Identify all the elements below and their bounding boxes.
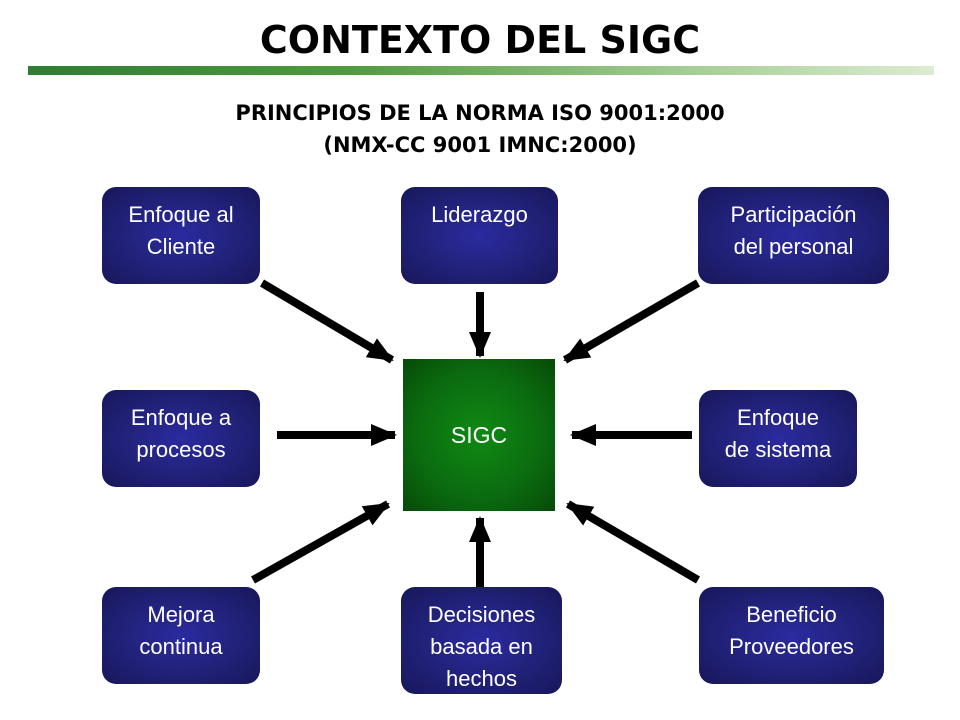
principle-box-continuous-improvement: Mejora continua — [102, 587, 260, 684]
arrow-top-left — [259, 279, 395, 364]
principle-label-line-2: procesos — [136, 437, 226, 462]
principle-label-line-1: Liderazgo — [431, 202, 528, 227]
page-title: CONTEXTO DEL SIGC — [259, 18, 701, 62]
principle-label-line-2: del personal — [733, 234, 854, 259]
subtitle-line-1: PRINCIPIOS DE LA NORMA ISO 9001:2000 — [235, 101, 725, 125]
arrow-bottom-left — [251, 500, 390, 584]
principle-box-supplier-benefit: Beneficio Proveedores — [699, 587, 884, 684]
principle-label-line-1: Participación — [730, 202, 857, 227]
arrow-bottom-right — [565, 500, 701, 584]
principle-box-process-approach: Enfoque a procesos — [102, 390, 260, 487]
subtitle: PRINCIPIOS DE LA NORMA ISO 9001:2000 (NM… — [0, 97, 960, 161]
sigc-center-box: SIGC — [403, 359, 555, 511]
principle-label-line-1: Mejora — [147, 602, 215, 627]
principle-label-line-2: Proveedores — [729, 634, 854, 659]
principle-label-line-2: de sistema — [724, 437, 832, 462]
principle-box-leadership: Liderazgo — [401, 187, 558, 284]
subtitle-line-2: (NMX-CC 9001 IMNC:2000) — [323, 133, 637, 157]
principle-box-staff-participation: Participación del personal — [698, 187, 889, 284]
principle-box-fact-based-decisions: Decisiones basada en hechos — [401, 587, 562, 694]
principle-label-line-1: Beneficio — [746, 602, 837, 627]
principle-label-line-1: Enfoque al — [128, 202, 234, 227]
principle-label-line-1: Enfoque a — [130, 405, 232, 430]
principle-label-line-3: hechos — [446, 666, 517, 691]
principle-label-line-2: continua — [139, 634, 223, 659]
title-underline-bar — [28, 66, 934, 75]
principle-box-system-approach: Enfoque de sistema — [699, 390, 857, 487]
principle-box-customer-focus: Enfoque al Cliente — [102, 187, 260, 284]
principle-label-line-1: Enfoque — [737, 405, 819, 430]
arrow-top-right — [562, 279, 701, 364]
principle-label-line-2: basada en — [430, 634, 533, 659]
sigc-label: SIGC — [450, 421, 508, 448]
principle-label-line-2: Cliente — [146, 234, 216, 259]
principle-label-line-1: Decisiones — [427, 602, 536, 627]
